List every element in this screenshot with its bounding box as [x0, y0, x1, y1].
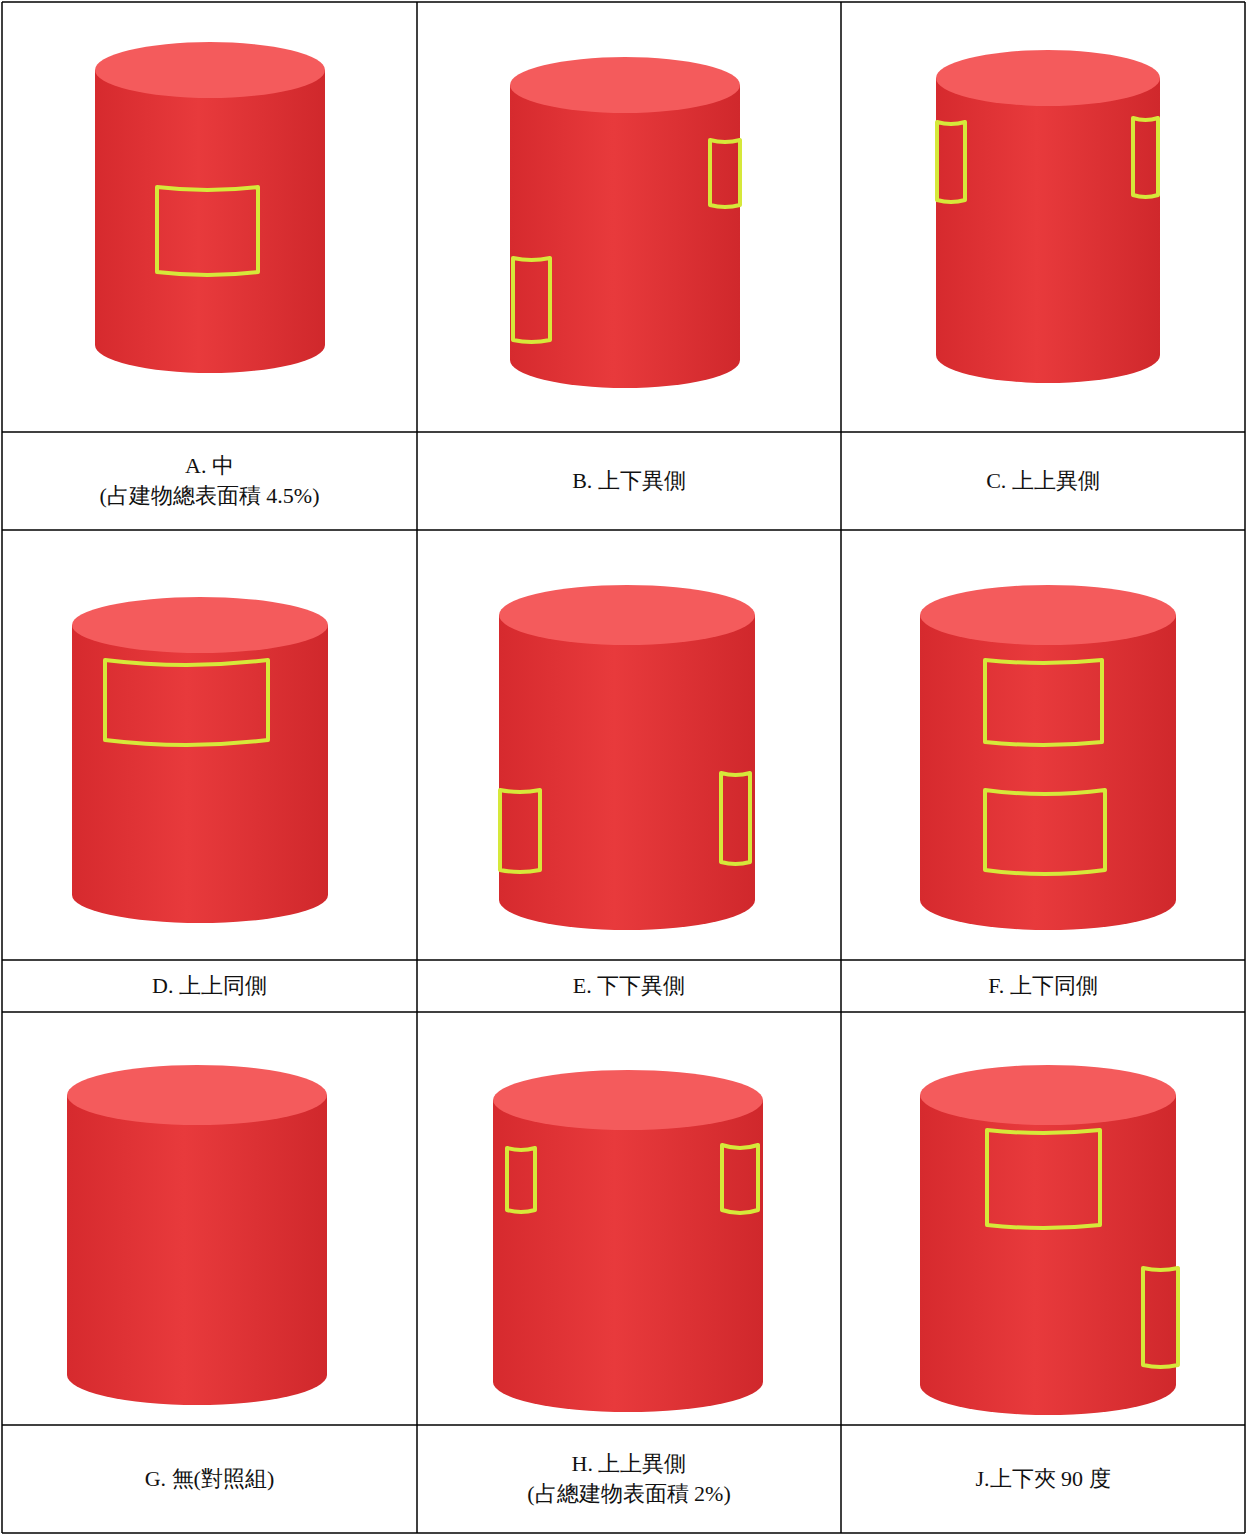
grid-line — [1, 2, 3, 1533]
cylinder-body — [920, 1095, 1176, 1415]
cylinder-body — [936, 78, 1160, 383]
cylinder-top — [936, 50, 1160, 106]
window-outline — [937, 122, 965, 202]
cylinder-building — [920, 1065, 1178, 1415]
grid-line — [2, 1011, 1245, 1013]
cylinder-building — [499, 585, 755, 930]
cylinder-top — [67, 1065, 327, 1125]
cylinder-building — [936, 50, 1160, 383]
grid-line — [2, 1532, 1245, 1534]
grid-line — [2, 959, 1245, 961]
cylinder-body — [67, 1095, 327, 1405]
cylinder-top — [72, 597, 328, 653]
caption-text: F. 上下同側 — [988, 971, 1097, 1001]
caption-text: J.上下夾 90 度 — [975, 1464, 1110, 1494]
window-outline — [1133, 118, 1158, 197]
window-outline — [721, 773, 750, 864]
caption-cell: F. 上下同側 — [843, 962, 1243, 1010]
grid-line — [2, 1424, 1245, 1426]
window-outline — [513, 258, 550, 342]
window-outline — [500, 790, 540, 872]
grid-line — [2, 431, 1245, 433]
grid-line — [2, 529, 1245, 531]
window-outline — [722, 1145, 758, 1213]
cylinder-top — [95, 42, 325, 98]
grid-line — [416, 2, 418, 1533]
cylinder-top — [493, 1070, 763, 1130]
caption-text: G. 無(對照組) — [145, 1464, 275, 1494]
cylinder-top — [499, 585, 755, 645]
caption-text: E. 下下異側 — [573, 971, 685, 1001]
caption-cell: H. 上上異側(占總建物表面積 2%) — [419, 1427, 839, 1531]
caption-text: (占總建物表面積 2%) — [527, 1479, 730, 1509]
cylinder-body — [72, 625, 328, 923]
caption-text: H. 上上異側 — [572, 1449, 687, 1479]
cylinder-body — [95, 70, 325, 373]
cylinder-building — [493, 1070, 763, 1412]
cylinder-body — [920, 615, 1176, 930]
caption-cell: B. 上下異側 — [419, 434, 839, 528]
caption-text: (占建物總表面積 4.5%) — [100, 481, 320, 511]
window-outline — [710, 140, 740, 207]
caption-cell: G. 無(對照組) — [4, 1427, 415, 1531]
cylinder-top — [510, 57, 740, 113]
cylinder-building — [67, 1065, 327, 1405]
caption-cell: C. 上上異側 — [843, 434, 1243, 528]
cylinder-building — [920, 585, 1176, 930]
caption-text: C. 上上異側 — [986, 466, 1100, 496]
grid-line — [1244, 2, 1246, 1533]
grid-line — [840, 2, 842, 1533]
window-outline — [507, 1148, 535, 1212]
caption-text: A. 中 — [185, 451, 234, 481]
caption-text: B. 上下異側 — [572, 466, 686, 496]
window-outline — [157, 187, 258, 275]
caption-cell: E. 下下異側 — [419, 962, 839, 1010]
window-outline — [987, 1130, 1100, 1228]
cylinder-building — [510, 57, 740, 388]
window-outline — [985, 660, 1102, 745]
cylinder-body — [499, 615, 755, 930]
cylinder-top — [920, 1065, 1176, 1125]
cylinder-body — [493, 1100, 763, 1412]
cylinder-body — [510, 85, 740, 388]
cylinder-top — [920, 585, 1176, 645]
cylinder-building — [72, 597, 328, 923]
grid-line — [2, 1, 1245, 3]
window-outline — [1143, 1268, 1178, 1367]
caption-text: D. 上上同側 — [152, 971, 267, 1001]
window-outline — [105, 660, 268, 745]
caption-cell: J.上下夾 90 度 — [843, 1427, 1243, 1531]
window-outline — [985, 790, 1105, 874]
caption-cell: A. 中(占建物總表面積 4.5%) — [4, 434, 415, 528]
cylinder-building — [95, 42, 325, 373]
caption-cell: D. 上上同側 — [4, 962, 415, 1010]
